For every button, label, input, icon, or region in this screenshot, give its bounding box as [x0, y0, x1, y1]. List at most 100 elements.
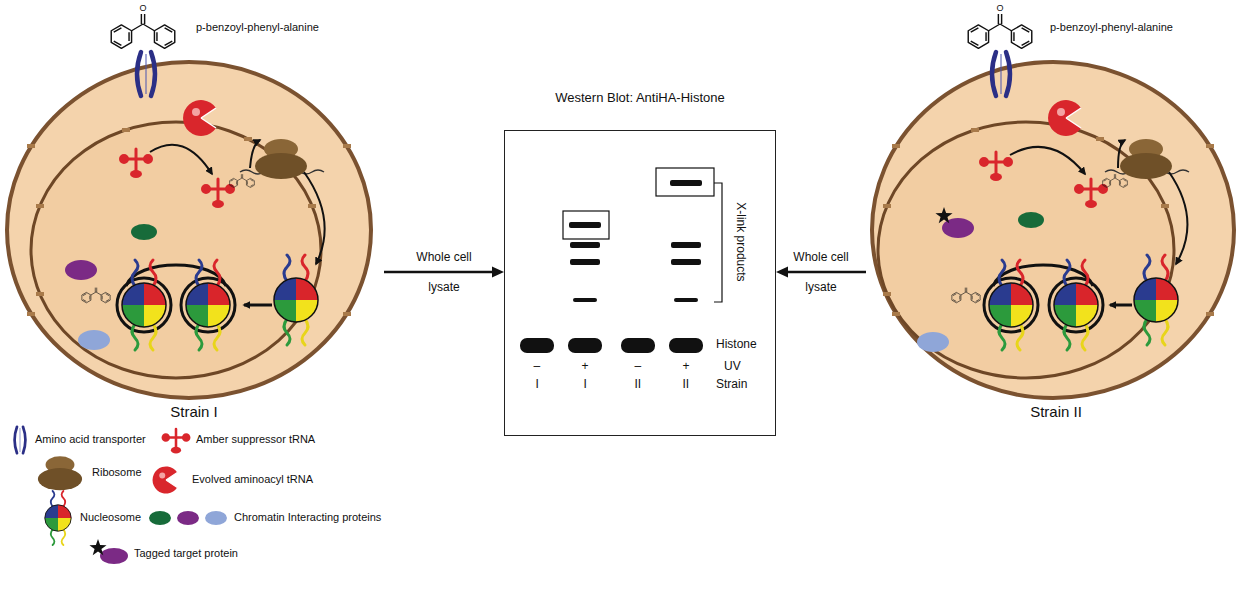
compound-name: p-benzoyl-phenyl-alanine: [196, 21, 319, 34]
cell-illustration-part: [65, 260, 97, 280]
legend-icons-part: [149, 511, 171, 525]
cell-illustration-part-part: [1206, 144, 1214, 148]
cell-illustration-part-part: [892, 144, 900, 148]
cell-illustration-part-part: [1096, 137, 1104, 141]
cell-illustration-part: [1010, 140, 1187, 264]
cell-illustration-part: [989, 260, 1033, 350]
legend-text: Tagged target protein: [134, 547, 238, 560]
cell: Strain I: [4, 60, 384, 430]
cell-illustration-part: [917, 332, 949, 352]
cell-illustration-part-part: [27, 144, 35, 148]
blot-bands-part: [568, 338, 602, 353]
compound-name: p-benzoyl-phenyl-alanine: [1050, 21, 1173, 34]
cell-illustration-part: [150, 140, 325, 264]
cell-illustration-part-part: [971, 128, 979, 132]
cell-illustration-part-part: [883, 292, 891, 296]
cell-illustration: [866, 60, 1238, 400]
legend-icons: [15, 427, 227, 564]
cell-illustration-part: [183, 100, 216, 136]
cell-illustration-part: [1110, 304, 1132, 307]
connector-arrow: [384, 271, 493, 274]
cell-illustration-part: [255, 139, 307, 179]
cell-illustration-part: [1018, 212, 1044, 228]
row-label: UV: [724, 360, 741, 374]
cell-illustration-part: [121, 149, 152, 178]
cell-illustration-part: [878, 122, 1174, 378]
blot-bands-part: [570, 242, 600, 248]
row-label: Strain: [716, 378, 747, 392]
blot-bands-part: [573, 298, 597, 302]
blot-bands-part: [670, 180, 702, 186]
cell-illustration-part: [1054, 260, 1098, 350]
cell-illustration-part-part: [343, 312, 351, 316]
legend-icons-part: [15, 427, 26, 453]
cell-illustration-part: [1120, 139, 1172, 179]
blot-bands-part: [669, 338, 703, 353]
cell-illustration-part-part: [250, 140, 260, 168]
legend-icons-part: [153, 467, 178, 494]
cell-illustration-part-part: [244, 137, 252, 141]
cell-illustration-part-part: [883, 204, 891, 208]
cell-illustration-part-part: [27, 312, 35, 316]
cell-illustration-part: [1103, 174, 1128, 187]
node-label: Strain I: [4, 403, 384, 420]
cell-illustration-part-part: [150, 145, 212, 174]
blot-bands: [520, 180, 703, 353]
node-label: Western Blot: AntiHA-Histone: [504, 90, 776, 105]
blot-bands-part: [569, 222, 601, 228]
cell-illustration-part-part: [343, 144, 351, 148]
blot-bands-part: [674, 298, 698, 302]
cell-illustration: [4, 60, 376, 400]
bracket: [714, 183, 722, 302]
legend-icons-part: [45, 491, 71, 545]
lane-strain: I: [584, 378, 587, 392]
cell-illustration-part-part: [304, 172, 325, 264]
cell-illustration-part: [952, 288, 980, 303]
legend-icons-part: [100, 548, 128, 564]
cell-illustration-part: [981, 152, 1012, 181]
cell-illustration-part-part: [1161, 204, 1169, 208]
connector-label: Whole cell lysate: [785, 242, 857, 302]
uv-sign: –: [635, 360, 642, 374]
node-label: Strain II: [866, 403, 1246, 420]
cell: Strain II: [866, 60, 1246, 430]
benzophenone-structure: [968, 14, 1032, 48]
legend-text: Amber suppressor tRNA: [196, 433, 315, 446]
cell-illustration-part: [203, 179, 234, 208]
cell-illustration-part: [122, 260, 166, 350]
legend-text: Evolved aminoacyl tRNA: [192, 473, 313, 486]
blot-bands-part: [570, 259, 600, 265]
legend-icons-part: [38, 456, 82, 490]
blot-bands-part: [671, 242, 701, 248]
lane-strain: I: [536, 378, 539, 392]
connector-arrow: [787, 271, 866, 274]
cell-illustration-part: [131, 224, 157, 240]
band-label: Histone: [716, 338, 757, 352]
cell-illustration-part-part: [1118, 140, 1125, 168]
legend-icons-part: [177, 511, 199, 525]
cell-illustration-part-part: [1169, 172, 1187, 264]
cell-illustration-part: [78, 330, 110, 350]
cell-illustration-part-part: [122, 128, 130, 132]
uv-sign: –: [534, 360, 541, 374]
cell-illustration-part: [82, 288, 110, 303]
benzophenone-structure: [111, 14, 175, 48]
cell-illustration-part: [31, 122, 321, 378]
cell-illustration-part: [186, 260, 230, 350]
cell-illustration-part: [7, 62, 371, 398]
cell-illustration-part: [992, 52, 1010, 96]
cell-illustration-part-part: [36, 292, 44, 296]
blot-bands-part: [621, 338, 655, 353]
cell-illustration-part: [935, 207, 952, 223]
cell-illustration-part: [274, 255, 318, 345]
cell-illustration-part-part: [308, 204, 316, 208]
blot-bands-part: [520, 338, 554, 353]
cell-illustration-part: [1076, 179, 1107, 208]
blot-bands-part: [671, 259, 701, 265]
cell-illustration-part: [137, 52, 155, 96]
arrowhead: [492, 267, 504, 278]
connector-label: Whole cell lysate: [408, 242, 480, 302]
band-highlight-box: [563, 168, 714, 239]
cell-illustration-part: [1048, 100, 1081, 136]
